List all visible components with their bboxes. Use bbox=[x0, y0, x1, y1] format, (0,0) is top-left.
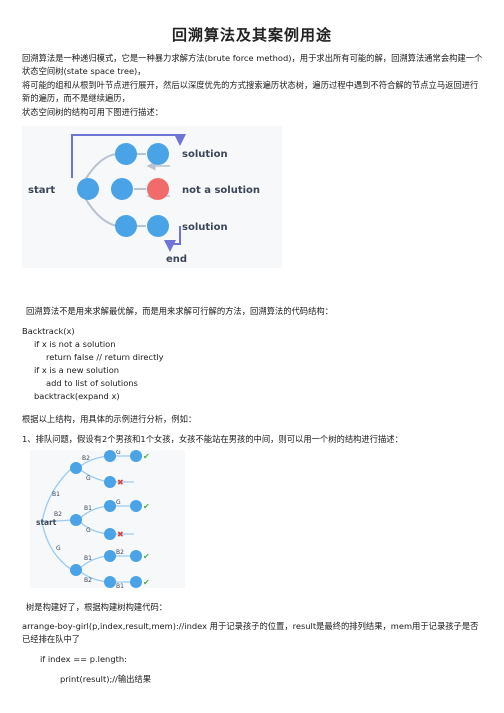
label-start: start bbox=[28, 185, 55, 196]
node-bad bbox=[147, 178, 169, 200]
node-start bbox=[77, 178, 99, 200]
state-space-tree-svg: start solution not a solution solution e… bbox=[28, 134, 260, 265]
paragraph-example-intro: 根据以上结构，用具体的示例进行分析，例如： bbox=[22, 414, 197, 424]
check-icon: ✔ bbox=[143, 502, 150, 511]
cross-icon: ✖ bbox=[117, 530, 124, 539]
q-label-l2b-g: G bbox=[86, 527, 91, 534]
code-line-2: if x is not a solution bbox=[34, 339, 116, 349]
paragraph-function-signature: arrange-boy-girl(p,index,result,mem)://i… bbox=[22, 621, 479, 644]
q-label-l2c-b2: B2 bbox=[84, 577, 92, 584]
node-4 bbox=[115, 215, 137, 237]
cross-icon: ✖ bbox=[117, 478, 124, 487]
code-line-1: Backtrack(x) bbox=[22, 326, 75, 336]
q-label-g: G bbox=[56, 545, 61, 552]
paragraph-tree-search: 将可能的组和从根到叶节点进行展开，然后以深度优先的方式搜索遍历状态树，遍历过程中… bbox=[22, 80, 479, 103]
node-5 bbox=[147, 215, 169, 237]
paragraph-backtrack-purpose: 回溯算法不是用来求解最优解，而是用来求解可行解的方法，回溯算法的代码结构： bbox=[26, 306, 333, 316]
q-label-b2: B2 bbox=[54, 511, 62, 518]
code-line-4: if x is a new solution bbox=[34, 365, 120, 375]
q-label-l3b: G bbox=[116, 499, 121, 506]
label-solution-bottom: solution bbox=[182, 222, 228, 233]
check-icon: ✔ bbox=[143, 578, 150, 587]
queue-tree-svg: start B1 B2 G B2 G B1 G B1 B2 G G B2 B1 … bbox=[36, 449, 150, 590]
traversal-path bbox=[71, 134, 186, 252]
q-label-l2-g: G bbox=[86, 475, 91, 482]
node-2 bbox=[147, 143, 169, 165]
node-3 bbox=[111, 178, 133, 200]
q-label-l2c-b1: B1 bbox=[84, 555, 92, 562]
q-label-l3c: B2 bbox=[116, 549, 124, 556]
label-solution-top: solution bbox=[182, 149, 228, 160]
label-end: end bbox=[166, 254, 187, 265]
paragraph-diagram-intro: 状态空间树的结构可用下图进行描述： bbox=[22, 107, 164, 117]
code-line-6: backtrack(expand x) bbox=[34, 391, 120, 401]
paragraph-queue-problem: 1、排队问题，假设有2个男孩和1个女孩，女孩不能站在男孩的中间，则可以用一个树的… bbox=[22, 434, 403, 444]
q-label-l3a: G bbox=[116, 450, 121, 456]
page-title: 回溯算法及其案例用途 bbox=[171, 26, 332, 44]
code2-line-2: print(result);//输出结果 bbox=[60, 674, 152, 684]
q-label-l2b-b1: B1 bbox=[84, 505, 92, 512]
q-label-start: start bbox=[36, 518, 57, 527]
label-not-solution: not a solution bbox=[182, 185, 260, 196]
check-icon: ✔ bbox=[143, 552, 150, 561]
q-label-l2-b2: B2 bbox=[82, 455, 90, 462]
paragraph-intro: 回溯算法是一种递归模式，它是一种暴力求解方法(brute force metho… bbox=[22, 53, 483, 76]
code-line-3: return false // return directly bbox=[46, 352, 164, 362]
queue-tree-nodes bbox=[70, 450, 142, 588]
node-1 bbox=[115, 143, 137, 165]
state-space-tree-diagram: start solution not a solution solution e… bbox=[22, 126, 282, 268]
queue-tree-diagram: start B1 B2 G B2 G B1 G B1 B2 G G B2 B1 … bbox=[30, 449, 185, 590]
q-label-b1: B1 bbox=[52, 491, 60, 498]
paragraph-build-code: 树是构建好了，根据构建树构建代码： bbox=[26, 602, 168, 612]
q-label-l3d: B1 bbox=[116, 583, 124, 588]
check-icon: ✔ bbox=[143, 452, 150, 461]
code-line-5: add to list of solutions bbox=[46, 378, 138, 388]
code2-line-1: if index == p.length: bbox=[40, 654, 127, 664]
